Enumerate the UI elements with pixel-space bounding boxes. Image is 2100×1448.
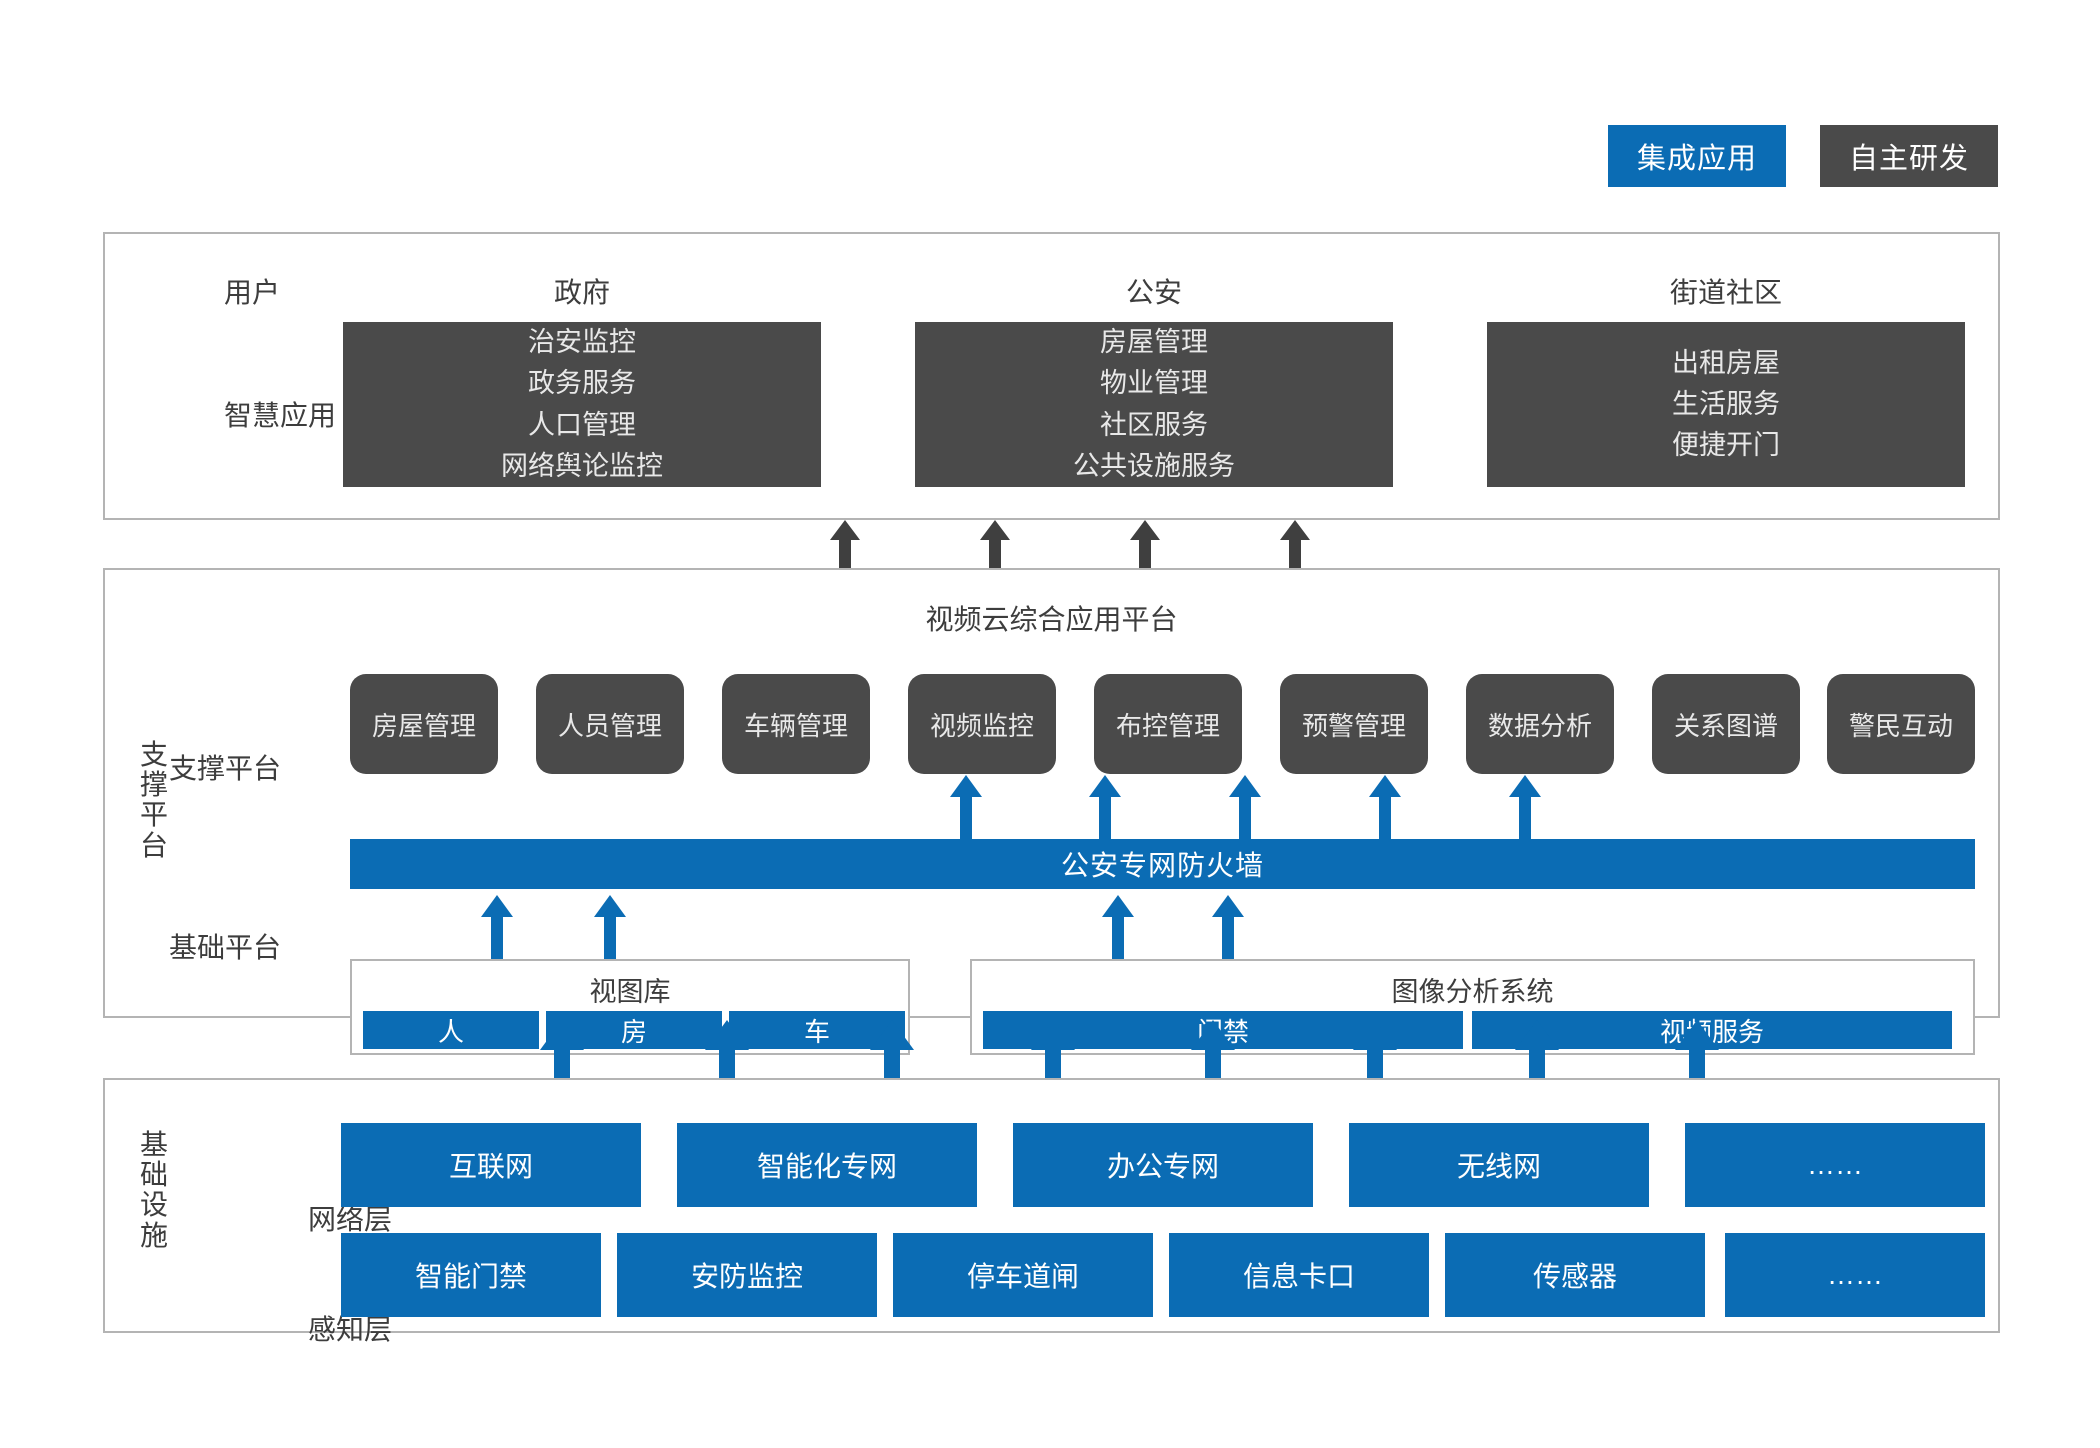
box-label: …… [1807,1149,1863,1180]
base-item-person[interactable]: 人 [363,1011,539,1049]
pill-label: 数据分析 [1487,710,1592,741]
firewall-label: 公安专网防火墙 [1060,850,1264,881]
perception-layer-smart-access-control[interactable]: 智能门禁 [341,1233,601,1317]
network-layer-internet[interactable]: 互联网 [341,1123,641,1207]
column-head-government: 政府 [553,277,610,308]
support-module-alert-management[interactable]: 预警管理 [1280,674,1428,774]
infrastructure-section: 网络层 感知层 互联网 智能化专网 办公专网 无线网 …… 智能门禁 安防监控 … [103,1078,2000,1345]
box-label: …… [1827,1259,1883,1290]
box-label: 停车道闸 [966,1261,1079,1292]
perception-layer-more[interactable]: …… [1725,1233,1985,1317]
legend-item-self-developed: 自主研发 [1820,125,1998,187]
pill-label: 布控管理 [1115,710,1220,741]
app-item: 网络舆论监控 [501,450,663,481]
base-item-label: 人 [437,1016,464,1047]
row-label-user: 用户 [224,277,281,308]
support-module-police-public-interaction[interactable]: 警民互动 [1827,674,1975,774]
app-item: 生活服务 [1672,388,1780,419]
app-item: 治安监控 [528,327,636,358]
perception-layer-parking-barrier[interactable]: 停车道闸 [893,1233,1153,1317]
box-label: 互联网 [448,1151,533,1182]
row-label-base-platform: 基础平台 [169,932,282,963]
app-card-street-community[interactable]: 出租房屋 生活服务 便捷开门 [1487,322,1965,487]
app-item: 物业管理 [1100,368,1208,399]
perception-layer-information-checkpoint[interactable]: 信息卡口 [1169,1233,1429,1317]
app-item: 政务服务 [528,368,636,399]
column-head-street-community: 街道社区 [1669,277,1782,308]
pill-label: 车辆管理 [743,710,848,741]
base-group-title-image-analysis-system: 图像分析系统 [1391,977,1554,1007]
box-label: 传感器 [1532,1261,1617,1292]
app-item: 公共设施服务 [1073,450,1235,481]
legend-label-integrated-application: 集成应用 [1636,143,1757,175]
base-group-view-library: 视图库 人 房 车 [350,959,910,1055]
box-label: 办公专网 [1106,1151,1219,1182]
support-module-vehicle-management[interactable]: 车辆管理 [722,674,870,774]
base-group-title-view-library: 视图库 [589,977,671,1007]
perception-layer-sensor[interactable]: 传感器 [1445,1233,1705,1317]
support-module-data-analysis[interactable]: 数据分析 [1466,674,1614,774]
network-layer-wireless-network[interactable]: 无线网 [1349,1123,1649,1207]
box-label: 安防监控 [690,1261,803,1292]
box-label: 无线网 [1456,1151,1541,1182]
app-item: 房屋管理 [1100,327,1208,358]
column-head-public-security: 公安 [1125,277,1182,308]
app-card-government[interactable]: 治安监控 政务服务 人口管理 网络舆论监控 [343,322,821,487]
pill-label: 警民互动 [1848,710,1953,741]
row-label-network-layer: 网络层 [308,1204,393,1235]
pill-label: 视频监控 [929,710,1034,741]
app-item: 社区服务 [1100,409,1208,440]
support-platform-section: 视频云综合应用平台 支撑平台 基础平台 房屋管理 人员管理 车辆管理 视频监控 … [103,568,2000,1055]
row-label-smart-application: 智慧应用 [224,400,337,431]
box-label: 信息卡口 [1242,1261,1355,1292]
pill-label: 房屋管理 [371,710,476,741]
application-section: 用户 智慧应用 政府 公安 街道社区 治安监控 政务服务 人口管理 网络舆论监控… [103,232,2000,520]
row-label-perception-layer: 感知层 [308,1314,393,1345]
legend-label-self-developed: 自主研发 [1848,143,1969,175]
side-label-support-platform: 支撑平台 [140,739,169,861]
base-item-label: 车 [803,1016,830,1047]
perception-layer-security-surveillance[interactable]: 安防监控 [617,1233,877,1317]
app-item: 出租房屋 [1672,347,1780,378]
network-layer-intelligent-private-network[interactable]: 智能化专网 [677,1123,977,1207]
network-layer-more[interactable]: …… [1685,1123,1985,1207]
firewall-bar[interactable]: 公安专网防火墙 [350,839,1975,889]
platform-title: 视频云综合应用平台 [925,604,1178,635]
network-layer-office-private-network[interactable]: 办公专网 [1013,1123,1313,1207]
base-group-image-analysis-system: 图像分析系统 门禁 视频服务 [970,959,1975,1055]
support-module-housing-management[interactable]: 房屋管理 [350,674,498,774]
support-module-control-management[interactable]: 布控管理 [1094,674,1242,774]
app-card-public-security[interactable]: 房屋管理 物业管理 社区服务 公共设施服务 [915,322,1393,487]
pill-label: 关系图谱 [1673,710,1778,741]
legend: 集成应用 自主研发 [1608,125,1998,187]
pill-label: 预警管理 [1301,710,1406,741]
box-label: 智能化专网 [756,1151,897,1182]
row-label-support-platform: 支撑平台 [169,753,282,784]
app-item: 人口管理 [528,409,636,440]
support-module-personnel-management[interactable]: 人员管理 [536,674,684,774]
box-label: 智能门禁 [414,1261,527,1292]
side-label-infrastructure: 基础设施 [140,1129,169,1251]
support-module-relationship-graph[interactable]: 关系图谱 [1652,674,1800,774]
base-item-label: 房 [620,1016,647,1047]
app-item: 便捷开门 [1672,430,1780,461]
support-module-video-surveillance[interactable]: 视频监控 [908,674,1056,774]
pill-label: 人员管理 [557,710,662,741]
legend-item-integrated-application: 集成应用 [1608,125,1786,187]
